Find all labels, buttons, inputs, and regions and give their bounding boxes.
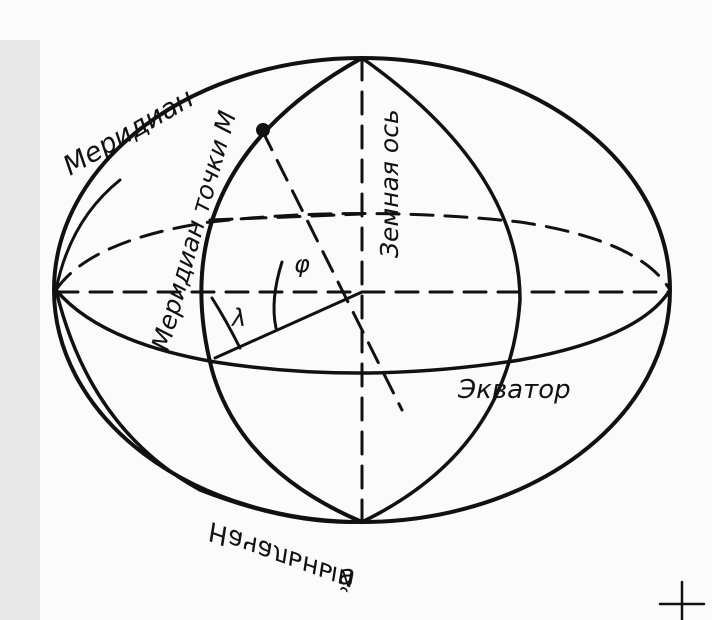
front-meridian-arc — [360, 56, 522, 524]
equator-front — [54, 288, 672, 375]
plus-icon — [658, 580, 706, 620]
prime-meridian-arc — [54, 288, 364, 524]
phi-angle-arc — [272, 260, 284, 330]
parallel-dashed — [208, 212, 364, 222]
lambda-label: λ — [230, 304, 246, 332]
prime-meridian-label: Начальный — [204, 515, 358, 596]
scan-shading — [0, 40, 40, 620]
left-upper-arc — [54, 178, 122, 292]
point-meridian-arc — [199, 56, 364, 524]
lambda-angle-arc — [210, 296, 242, 350]
meridian-label: Меридиан — [58, 83, 199, 182]
figure-caption: а — [338, 558, 355, 591]
earth-axis-label: Земная ось — [375, 109, 404, 258]
phi-label: φ — [294, 250, 310, 278]
normal-line — [260, 128, 404, 412]
equator-label: Экватор — [457, 375, 571, 405]
point-m — [256, 123, 270, 137]
